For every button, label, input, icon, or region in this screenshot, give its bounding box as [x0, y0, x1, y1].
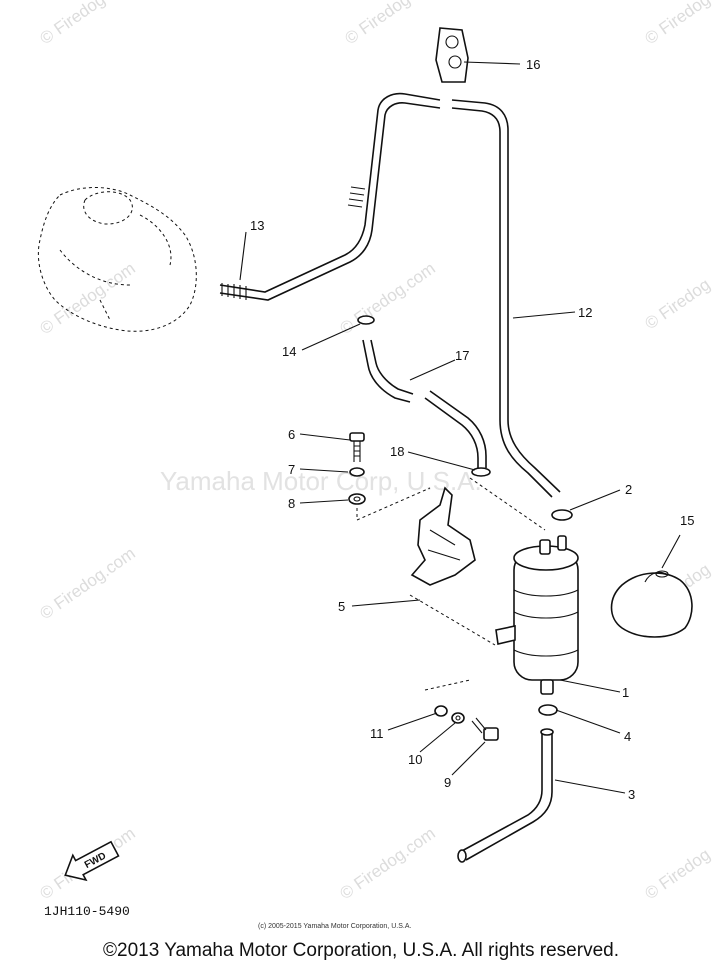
- cover-15: [610, 570, 693, 638]
- clip-4: [538, 704, 558, 716]
- callout-6: 6: [288, 427, 295, 442]
- diagram-code: 1JH110-5490: [44, 904, 130, 919]
- callout-10: 10: [408, 752, 422, 767]
- callout-18: 18: [390, 444, 404, 459]
- watermark: © Firedog: [36, 0, 108, 48]
- clamp-16: [435, 27, 469, 83]
- watermark-center: Yamaha Motor Corp, U.S.A.: [160, 466, 482, 496]
- watermark: © Firedog: [641, 0, 713, 48]
- callout-4: 4: [624, 729, 631, 744]
- bolt-9: [471, 717, 499, 741]
- callout-numbers: 16 12 13 14 17 6 7 8 18 2 15 5 1 4 3 11 …: [250, 57, 694, 802]
- watermark: © Firedog: [641, 275, 713, 334]
- callout-12: 12: [578, 305, 592, 320]
- callout-1: 1: [622, 685, 629, 700]
- assembly-lines: [356, 477, 546, 691]
- leader-lines: [239, 61, 681, 794]
- callout-11: 11: [370, 726, 384, 741]
- fuel-hose-3: [457, 728, 554, 863]
- callout-3: 3: [628, 787, 635, 802]
- watermark: © Firedog: [341, 0, 413, 48]
- callout-2: 2: [625, 482, 632, 497]
- washer-8: [348, 493, 366, 505]
- footer-copyright: ©2013 Yamaha Motor Corporation, U.S.A. A…: [103, 940, 619, 961]
- clip-14: [357, 315, 375, 325]
- callout-17: 17: [455, 348, 469, 363]
- callout-13: 13: [250, 218, 264, 233]
- fuel-pump-1: [495, 535, 579, 695]
- fuel-hose-12: [451, 99, 561, 498]
- watermark: © Firedog.com: [36, 259, 138, 339]
- watermark: © Firedog.com: [336, 259, 438, 339]
- bolt-6: [349, 432, 365, 462]
- callout-8: 8: [288, 496, 295, 511]
- watermark: © Firedog.com: [36, 544, 138, 624]
- fuel-hose-17: [362, 339, 487, 468]
- clip-18: [471, 467, 491, 477]
- bracket-5: [410, 486, 476, 586]
- carburetor-outline: [37, 187, 197, 332]
- callout-5: 5: [338, 599, 345, 614]
- washer-10: [451, 712, 465, 724]
- small-copyright: (c) 2005-2015 Yamaha Motor Corporation, …: [258, 923, 411, 930]
- clip-2: [551, 509, 573, 521]
- watermark: © Firedog.com: [336, 824, 438, 904]
- callout-16: 16: [526, 57, 540, 72]
- washer-11: [434, 705, 448, 717]
- callout-15: 15: [680, 513, 694, 528]
- callout-14: 14: [282, 344, 296, 359]
- watermark: © Firedog: [641, 845, 713, 904]
- callout-7: 7: [288, 462, 295, 477]
- washer-7: [349, 467, 365, 477]
- callout-9: 9: [444, 775, 451, 790]
- fuel-hose-13: [219, 92, 441, 301]
